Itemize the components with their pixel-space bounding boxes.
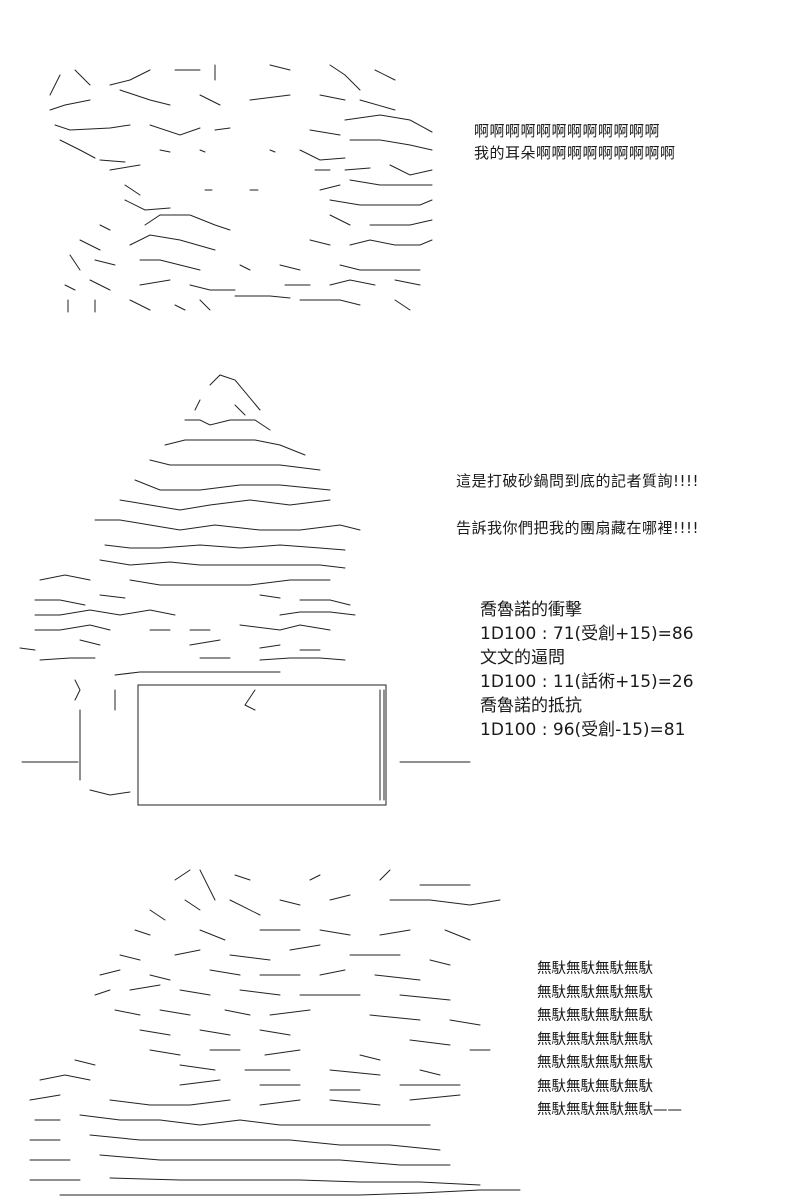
dice-line: 1D100 : 96(受創-15)=81 (480, 720, 686, 740)
panel2-art (19, 374, 471, 806)
panel2-dialogue-line-2: 告訴我你們把我的團扇藏在哪裡!!!! (456, 519, 700, 537)
dice-roll-results: 喬魯諾的衝擊 1D100 : 71(受創+15)=86 文文的逼問 1D100 … (480, 598, 694, 742)
dice-line: 1D100 : 71(受創+15)=86 (480, 624, 694, 644)
chant-line: 無馱無馱無馱無馱—— (537, 1102, 682, 1118)
panel3-art (29, 869, 521, 1196)
panel1-line-2: 我的耳朵啊啊啊啊啊啊啊啊啊 (474, 144, 676, 162)
dice-line: 喬魯諾的抵抗 (480, 696, 582, 716)
chant-line: 無馱無馱無馱無馱 (537, 984, 653, 1001)
chant-line: 無馱無馱無馱無馱 (537, 1031, 653, 1048)
panel3-chant: 無馱無馱無馱無馱 無馱無馱無馱無馱 無馱無馱無馱無馱 無馱無馱無馱無馱 無馱無馱… (537, 958, 682, 1123)
dice-line: 文文的逼問 (480, 648, 565, 668)
panel1-line-1: 啊啊啊啊啊啊啊啊啊啊啊啊 (474, 122, 661, 140)
panel2-dialogue-line-1: 這是打破砂鍋問到底的記者質詢!!!! (456, 472, 700, 490)
chant-line: 無馱無馱無馱無馱 (537, 1008, 653, 1024)
chant-line: 無馱無馱無馱無馱 (537, 961, 653, 977)
chant-line: 無馱無馱無馱無馱 (537, 1055, 653, 1071)
dice-line: 喬魯諾的衝擊 (480, 600, 582, 620)
chant-line: 無馱無馱無馱無馱 (537, 1078, 653, 1095)
panel1-art (49, 64, 433, 313)
panel1-dialogue: 啊啊啊啊啊啊啊啊啊啊啊啊 我的耳朵啊啊啊啊啊啊啊啊啊 (474, 120, 676, 164)
dice-line: 1D100 : 11(話術+15)=26 (480, 672, 694, 692)
